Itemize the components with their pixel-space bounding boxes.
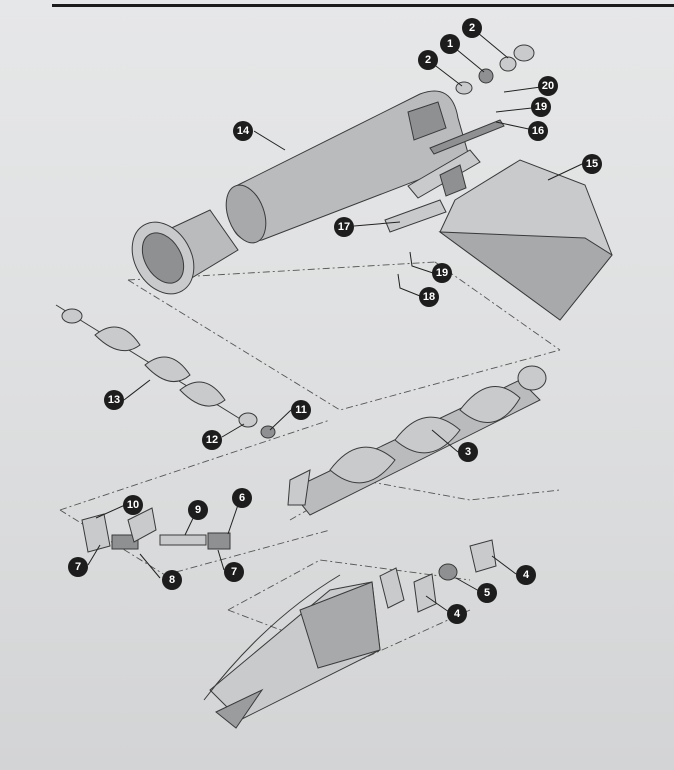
callout-2-right[interactable]: 2 [462,18,482,38]
callout-10[interactable]: 10 [123,495,143,515]
callout-12[interactable]: 12 [202,430,222,450]
callout-19-upper[interactable]: 19 [531,97,551,117]
callout-6[interactable]: 6 [232,488,252,508]
svg-text:1: 1 [447,38,453,50]
callout-16[interactable]: 16 [528,121,548,141]
callout-3[interactable]: 3 [458,442,478,462]
svg-text:15: 15 [586,158,598,170]
callout-9[interactable]: 9 [188,500,208,520]
svg-text:7: 7 [75,561,81,573]
top-bearings [455,44,535,95]
callout-14[interactable]: 14 [233,121,253,141]
svg-text:19: 19 [436,267,448,279]
callout-17[interactable]: 17 [334,217,354,237]
hopper [438,159,613,321]
callout-1[interactable]: 1 [440,34,460,54]
svg-text:14: 14 [237,125,250,137]
callout-18[interactable]: 18 [419,287,439,307]
callout-4-lower[interactable]: 4 [447,604,467,624]
callout-2-left[interactable]: 2 [418,50,438,70]
callout-7-right[interactable]: 7 [224,562,244,582]
brackets [384,119,505,233]
auger-tube [131,90,471,295]
callout-5[interactable]: 5 [477,583,497,603]
svg-text:2: 2 [425,54,431,66]
svg-text:17: 17 [338,221,350,233]
callout-19-lower[interactable]: 19 [432,263,452,283]
callout-11[interactable]: 11 [291,400,311,420]
svg-text:18: 18 [423,291,435,303]
svg-text:8: 8 [169,574,175,586]
svg-text:13: 13 [108,394,120,406]
svg-text:11: 11 [295,404,307,416]
intake-boot [203,574,381,729]
drive-parts [81,507,231,553]
svg-text:19: 19 [535,101,547,113]
svg-text:10: 10 [127,499,139,511]
svg-text:6: 6 [239,492,245,504]
upper-flighting [55,304,276,439]
svg-text:20: 20 [542,80,554,92]
svg-text:7: 7 [231,566,237,578]
callout-4-upper[interactable]: 4 [516,565,536,585]
svg-text:4: 4 [523,569,530,581]
svg-text:12: 12 [206,434,218,446]
callout-15[interactable]: 15 [582,154,602,174]
callout-8[interactable]: 8 [162,570,182,590]
lower-flighting [287,365,547,516]
callout-13[interactable]: 13 [104,390,124,410]
header-rule [52,4,674,7]
svg-text:2: 2 [469,22,475,34]
callout-7-left[interactable]: 7 [68,557,88,577]
callouts: 2 1 2 20 19 16 14 15 17 19 18 13 [68,18,602,624]
svg-text:9: 9 [195,504,201,516]
svg-text:4: 4 [454,608,461,620]
svg-text:3: 3 [465,446,471,458]
svg-text:16: 16 [532,125,544,137]
callout-20[interactable]: 20 [538,76,558,96]
leader-lines [87,27,583,613]
lower-bearings [379,539,497,613]
svg-text:5: 5 [484,587,490,599]
